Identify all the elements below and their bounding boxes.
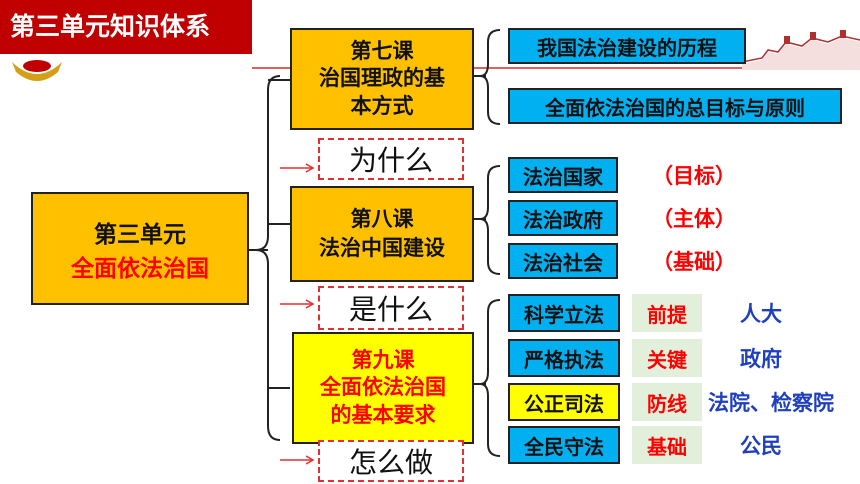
lesson8-item-label: 法治社会 — [508, 243, 618, 279]
lesson9-line1: 第九课 — [351, 348, 415, 373]
great-wall-icon — [742, 30, 860, 70]
lesson9-item-body: 公民 — [740, 434, 782, 458]
lesson9-item-role: 前提 — [632, 294, 702, 332]
lesson9-item-label: 公正司法 — [508, 383, 620, 421]
lesson9-item-body: 政府 — [740, 347, 782, 371]
lesson8-line1: 第八课 — [350, 206, 414, 231]
lesson7-line3: 本方式 — [350, 93, 414, 118]
lesson9-item-body: 法院、检察院 — [708, 391, 834, 415]
lesson9-item-label: 科学立法 — [508, 294, 620, 332]
lesson8-item-label: 法治国家 — [508, 157, 618, 193]
lesson7-item: 全面依法治国的总目标与原则 — [508, 88, 842, 124]
lesson8-line2: 法治中国建设 — [319, 236, 445, 260]
lesson8-node: 第八课 法治中国建设 — [290, 186, 474, 282]
lesson9-item-body: 人大 — [740, 302, 782, 326]
question-how: 怎么做 — [318, 440, 464, 482]
lesson7-line1: 第七课 — [350, 39, 414, 64]
lesson9-item-label: 严格执法 — [508, 339, 620, 377]
lesson8-item-note: （目标） — [652, 164, 736, 188]
root-line2: 全面依法治国 — [71, 255, 209, 282]
lesson7-node: 第七课 治国理政的基 本方式 — [290, 28, 474, 130]
lesson8-item-note: （主体） — [652, 207, 736, 231]
lesson9-line3: 的基本要求 — [330, 402, 436, 427]
emblem-icon — [12, 60, 62, 81]
lesson9-node: 第九课 全面依法治国 的基本要求 — [292, 332, 474, 444]
root-node: 第三单元 全面依法治国 — [31, 192, 249, 305]
lesson7-item: 我国法治建设的历程 — [508, 28, 746, 64]
question-why: 为什么 — [318, 138, 464, 180]
page-title: 第三单元知识体系 — [0, 0, 252, 54]
lesson9-item-role: 基础 — [632, 426, 702, 464]
lesson7-line2: 治国理政的基 — [319, 66, 445, 91]
lesson8-item-label: 法治政府 — [508, 200, 618, 236]
lesson9-item-label: 全民守法 — [508, 426, 620, 464]
root-line1: 第三单元 — [94, 221, 186, 248]
lesson9-line2: 全面依法治国 — [320, 375, 446, 400]
title-underline — [252, 67, 860, 69]
lesson9-item-role: 防线 — [632, 383, 702, 421]
question-what: 是什么 — [318, 286, 464, 330]
lesson9-item-role: 关键 — [632, 339, 702, 377]
lesson8-item-note: （基础） — [652, 250, 736, 274]
